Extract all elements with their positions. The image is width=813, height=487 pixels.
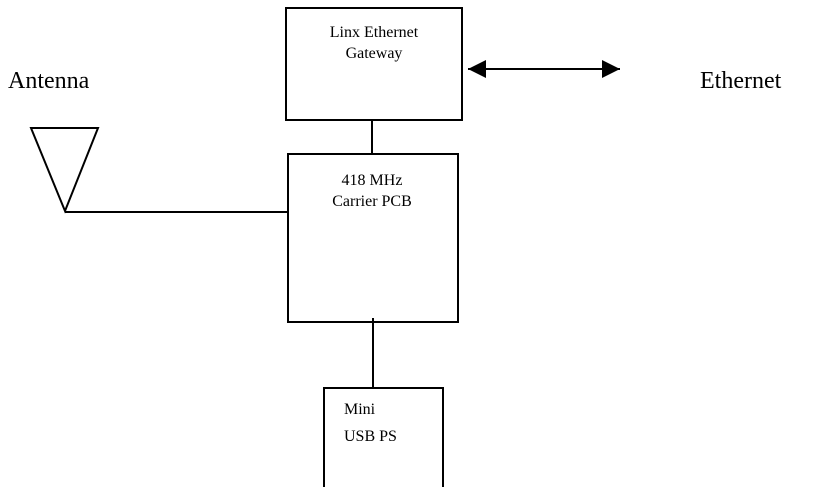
usb-ps-box [323,387,444,487]
gateway-label-line2: Gateway [346,45,403,62]
power-label-line1: Mini [344,401,376,418]
gateway-label-line1: Linx Ethernet [330,24,419,41]
carrier-label-line2: Carrier PCB [332,193,412,210]
antenna-label: Antenna [8,68,90,94]
gateway-box [285,7,463,121]
ethernet-label: Ethernet [700,68,782,94]
antenna-symbol [29,127,100,214]
carrier-label-line1: 418 MHz [342,172,403,189]
power-label-line2: USB PS [344,428,397,445]
